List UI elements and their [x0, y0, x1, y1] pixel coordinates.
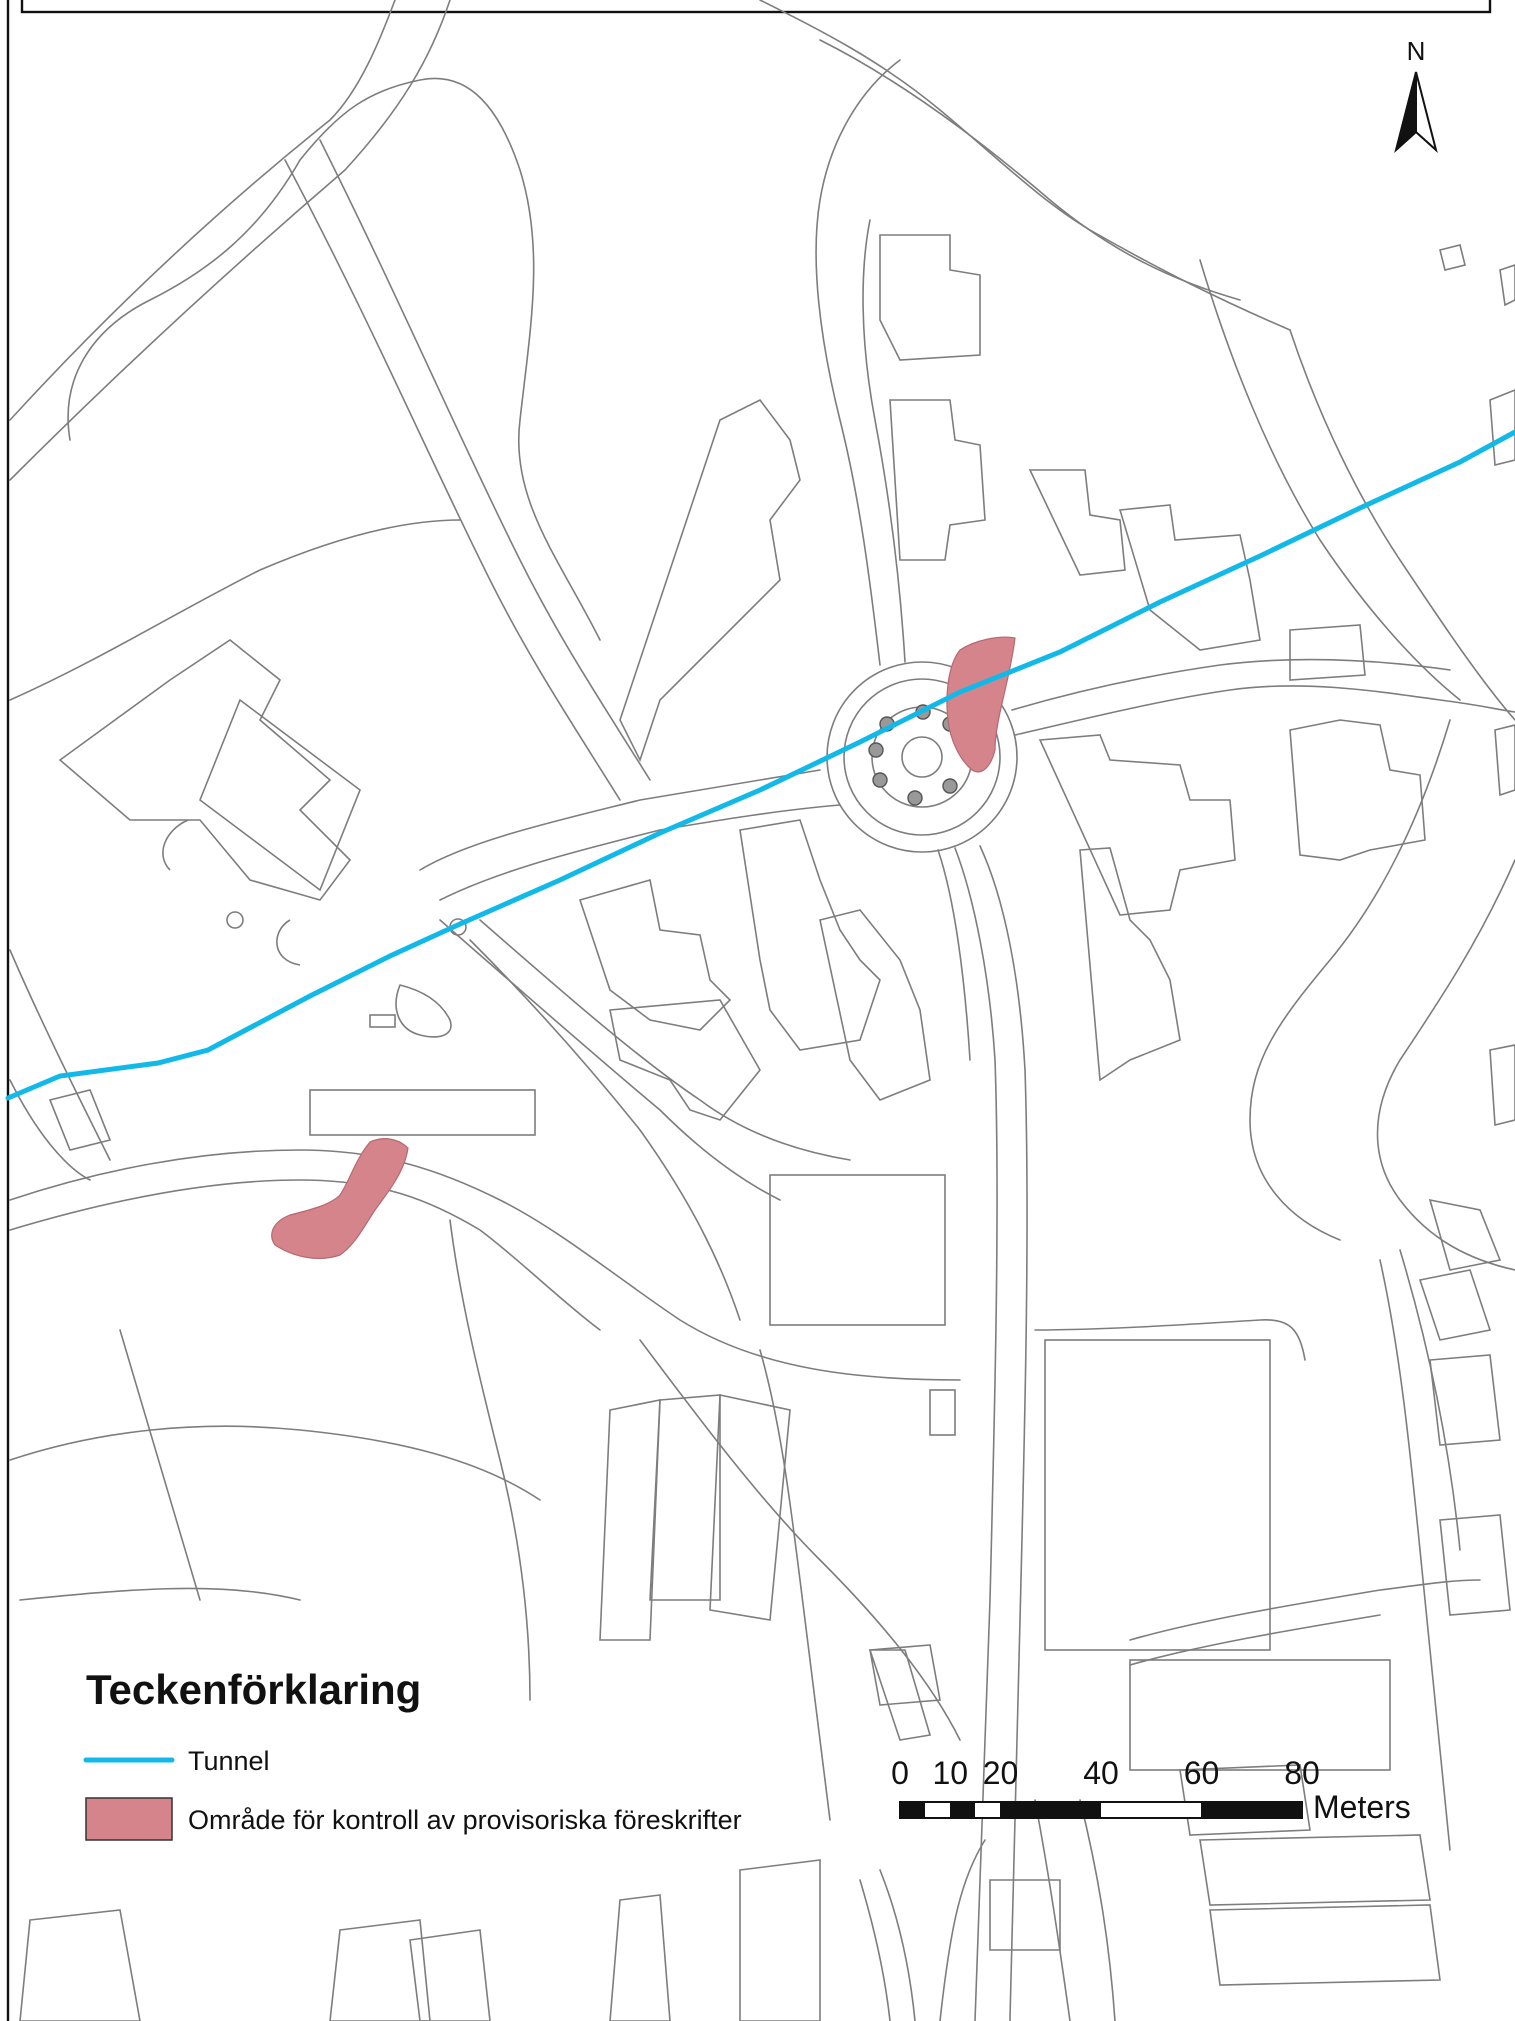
legend-title: Teckenförklaring	[86, 1666, 421, 1713]
roundabout-markers	[868, 704, 958, 806]
legend-area-swatch	[85, 1797, 173, 1841]
title-box	[20, 0, 1492, 14]
legend: Teckenförklaring Tunnel Område för kontr…	[83, 1666, 742, 1841]
scale-tick-label: 20	[983, 1755, 1019, 1791]
street-network	[9, 0, 1515, 2021]
scale-tick-label: 0	[891, 1755, 909, 1791]
scale-tick-label: 10	[932, 1755, 968, 1791]
north-arrow: N	[1394, 36, 1438, 153]
scale-bar: 0 10 20 40 60 80 Meters	[891, 1755, 1411, 1825]
control-area-southwest	[271, 1138, 409, 1260]
scale-tick-label: 40	[1083, 1755, 1119, 1791]
control-areas	[271, 636, 1016, 1260]
scale-tick-label: 60	[1184, 1755, 1220, 1791]
map-frame	[6, 0, 10, 2021]
legend-area-label: Område för kontroll av provisoriska före…	[188, 1805, 742, 1835]
control-area-roundabout	[946, 636, 1016, 773]
scale-tick-label: 80	[1284, 1755, 1320, 1791]
tunnel-line	[5, 429, 1515, 1101]
north-label: N	[1407, 36, 1426, 66]
scale-unit-label: Meters	[1313, 1789, 1411, 1825]
building-footprints	[19, 234, 1515, 2021]
north-arrow-icon	[1394, 71, 1417, 153]
legend-tunnel-label: Tunnel	[188, 1746, 270, 1776]
